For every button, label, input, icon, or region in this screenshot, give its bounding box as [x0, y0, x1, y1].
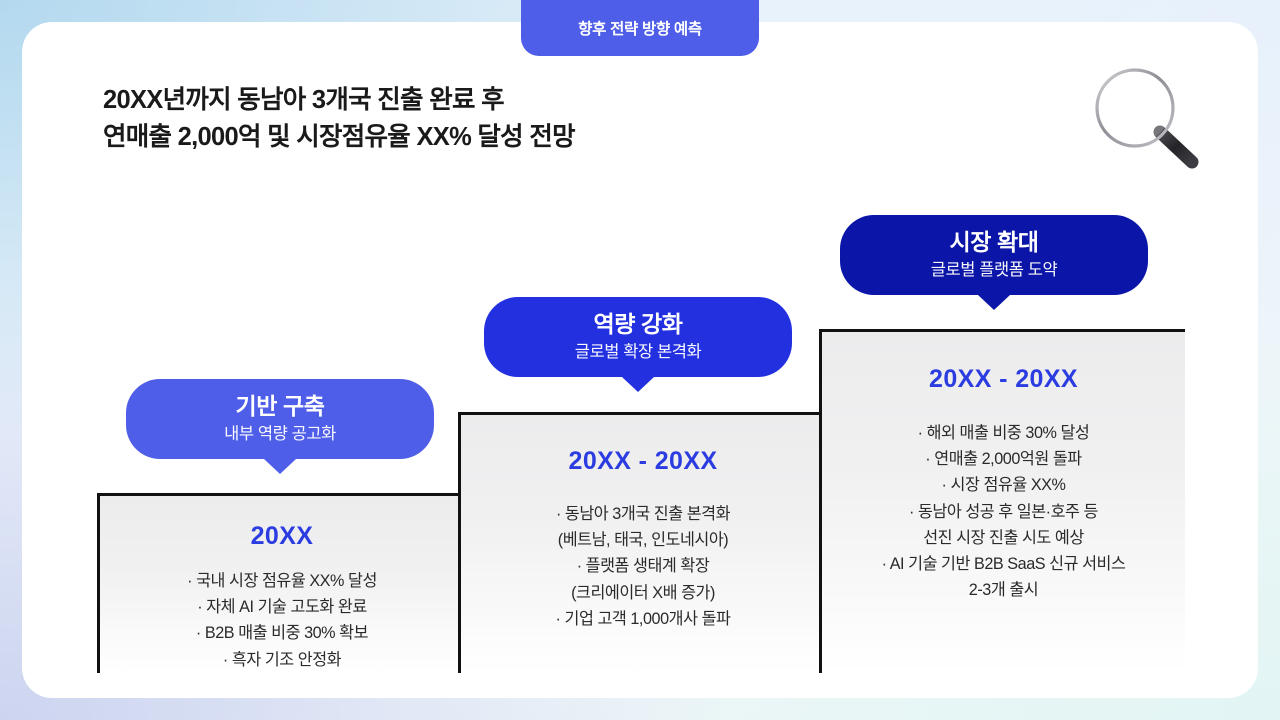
step-3-bullet-2: · 연매출 2,000억원 돌파	[925, 450, 1082, 469]
step-3-bullet-6: · AI 기술 기반 B2B SaaS 신규 서비스	[881, 555, 1126, 574]
step-3-years: 20XX - 20XX	[929, 365, 1078, 393]
stage-badge-2-title: 역량 강화	[593, 311, 683, 338]
stage-badge-3[interactable]: 시장 확대 글로벌 플랫폼 도약	[840, 215, 1148, 310]
step-panel-2: 20XX - 20XX · 동남아 3개국 진출 본격화 (베트남, 태국, 인…	[458, 412, 825, 673]
stage-badge-3-pointer	[978, 295, 1010, 310]
step-2-bullet-5: · 기업 고객 1,000개사 돌파	[555, 609, 731, 628]
step-3-bullets: · 해외 매출 비중 30% 달성 · 연매출 2,000억원 돌파 · 시장 …	[822, 420, 1185, 604]
stage-badge-3-title: 시장 확대	[949, 229, 1039, 256]
step-3-bullet-1: · 해외 매출 비중 30% 달성	[917, 424, 1090, 442]
stage-badge-3-subtitle: 글로벌 플랫폼 도약	[930, 260, 1058, 279]
slide-topic-tab-label: 향후 전략 방향 예측	[578, 21, 702, 38]
step-2-bullets: · 동남아 3개국 진출 본격화 (베트남, 태국, 인도네시아) · 플랫폼 …	[461, 501, 825, 632]
step-1-bullet-1: · 국내 시장 점유율 XX% 달성	[187, 572, 377, 590]
stage-badge-2-pointer	[622, 377, 654, 392]
stage-badge-2-subtitle: 글로벌 확장 본격화	[574, 342, 702, 361]
headline-line-2: 연매출 2,000억 및 시장점유율 XX% 달성 전망	[103, 122, 576, 151]
stage-badge-2[interactable]: 역량 강화 글로벌 확장 본격화	[484, 297, 792, 392]
step-1-bullet-3: · B2B 매출 비중 30% 확보	[195, 624, 369, 643]
step-1-bullet-4: · 흑자 기조 안정화	[222, 650, 342, 669]
stage-badge-1-pointer	[264, 459, 296, 474]
stage-badge-1-subtitle: 내부 역량 공고화	[224, 424, 336, 443]
magnifying-glass-icon	[1088, 62, 1204, 172]
page-title: 20XX년까지 동남아 3개국 진출 완료 후 연매출 2,000억 및 시장점…	[103, 82, 576, 156]
stage-badge-1[interactable]: 기반 구축 내부 역량 공고화	[126, 379, 434, 474]
step-panel-3: 20XX - 20XX · 해외 매출 비중 30% 달성 · 연매출 2,00…	[819, 329, 1185, 673]
step-3-bullet-7: 2-3개 출시	[968, 581, 1039, 600]
step-3-bullet-5: 선진 시장 진출 시도 예상	[923, 528, 1084, 547]
step-2-bullet-1: · 동남아 3개국 진출 본격화	[555, 505, 731, 523]
step-2-bullet-3: · 플랫폼 생태계 확장	[576, 557, 710, 576]
step-2-bullet-4: (크리에이터 X배 증가)	[571, 583, 715, 602]
step-1-bullet-2: · 자체 AI 기술 고도화 완료	[197, 598, 367, 617]
step-1-years: 20XX	[250, 522, 314, 550]
step-3-bullet-3: · 시장 점유율 XX%	[941, 476, 1066, 495]
slide-topic-tab[interactable]: 향후 전략 방향 예측	[521, 0, 759, 56]
step-1-bullets: · 국내 시장 점유율 XX% 달성 · 자체 AI 기술 고도화 완료 · B…	[100, 568, 464, 673]
headline-line-1: 20XX년까지 동남아 3개국 진출 완료 후	[103, 86, 505, 114]
step-3-bullet-4: · 동남아 성공 후 일본·호주 등	[909, 502, 1098, 521]
stage-badge-1-title: 기반 구축	[235, 393, 325, 420]
step-panel-1: 20XX · 국내 시장 점유율 XX% 달성 · 자체 AI 기술 고도화 완…	[97, 493, 464, 673]
step-2-years: 20XX - 20XX	[568, 447, 718, 475]
step-2-bullet-2: (베트남, 태국, 인도네시아)	[557, 531, 729, 550]
